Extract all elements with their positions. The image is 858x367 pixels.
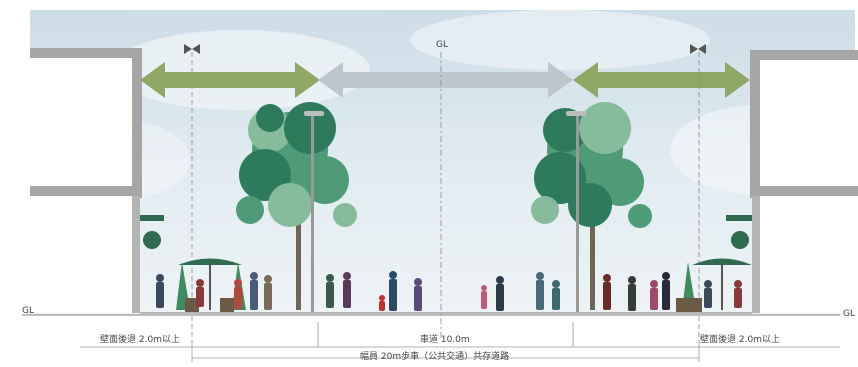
centerline-label: GL: [436, 40, 448, 50]
person: [196, 279, 204, 307]
ground-level-label-left: GL: [22, 306, 34, 316]
person: [552, 280, 560, 310]
total-width-label: 幅員 20m歩車（公共交通）共存道路: [360, 352, 510, 362]
person: [234, 279, 242, 309]
person: [389, 271, 397, 311]
boundary-marker-right-icon: [690, 44, 706, 54]
pedestrians: [156, 271, 742, 311]
ground-level-label-right: GL: [843, 309, 855, 319]
person: [379, 295, 385, 311]
person: [481, 285, 487, 309]
building-right: [726, 50, 858, 313]
person: [250, 272, 258, 310]
carriageway-arrow: [318, 62, 573, 98]
cafe-area-right: [676, 258, 752, 312]
person: [264, 275, 272, 310]
person: [628, 276, 636, 311]
boundary-marker-left-icon: [184, 44, 200, 54]
person: [662, 272, 670, 310]
dimension-lines: [80, 322, 840, 362]
setback-label-left: 壁面後退 2.0m以上: [100, 335, 180, 345]
person: [603, 274, 611, 310]
street-tree-left: [236, 102, 357, 310]
person: [414, 278, 422, 311]
cloud: [410, 10, 710, 70]
person: [326, 274, 334, 308]
person: [496, 276, 504, 311]
cafe-area-left: [176, 258, 246, 312]
person: [650, 280, 658, 310]
setback-label-right: 壁面後退 2.0m以上: [700, 335, 780, 345]
setback-arrow-right: [573, 62, 750, 98]
person: [734, 280, 742, 308]
carriageway-label: 車道 10.0m: [420, 335, 470, 345]
street-lamp-left: [304, 111, 324, 313]
person: [536, 272, 544, 310]
street-lamp-right: [566, 111, 586, 313]
street-tree-right: [531, 102, 652, 310]
setback-arrow-left: [140, 62, 320, 98]
person: [704, 280, 712, 308]
person: [343, 272, 351, 308]
building-left: [30, 48, 164, 313]
person: [156, 274, 164, 308]
cloud: [110, 30, 370, 110]
